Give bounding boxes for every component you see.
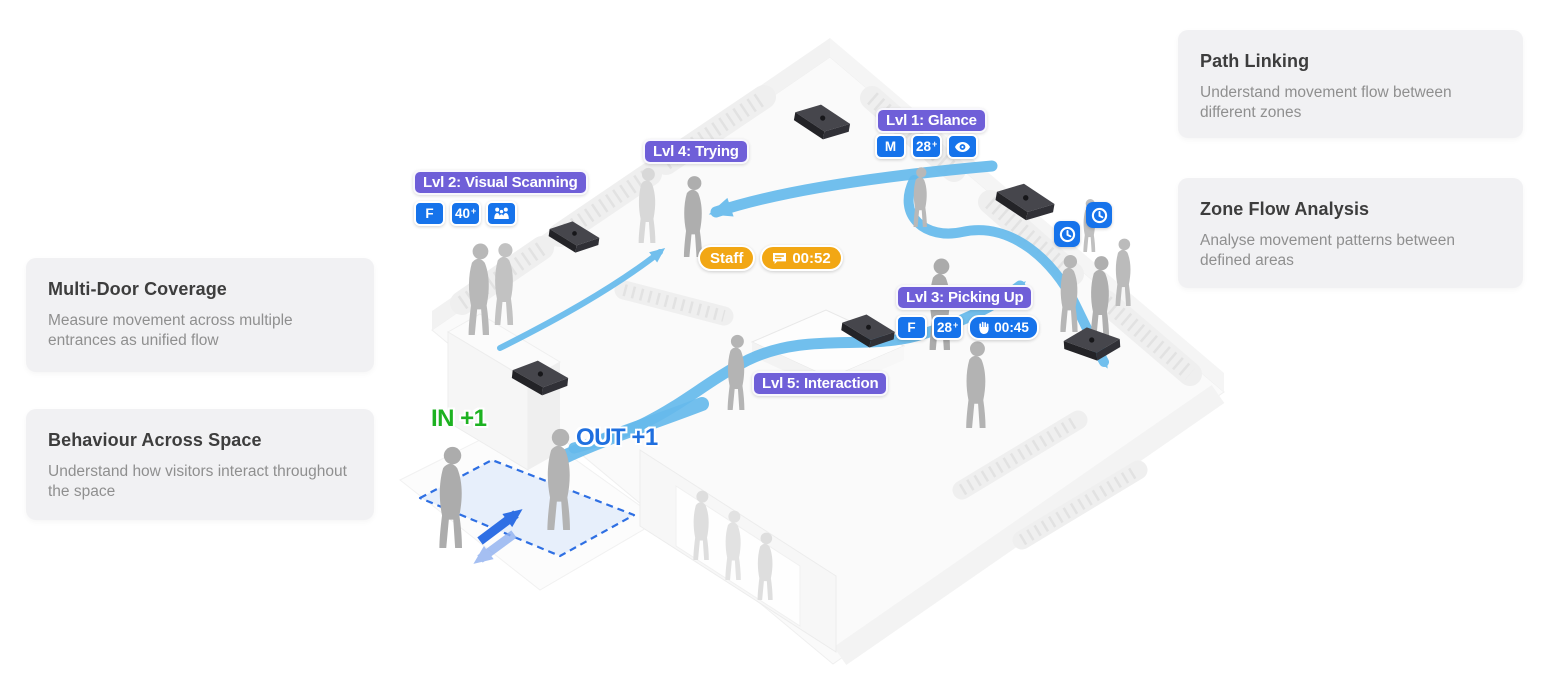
- entrance-zone: [418, 458, 636, 564]
- gender-chip: F: [414, 201, 445, 226]
- age-chip: 28+: [932, 315, 964, 340]
- card-title: Zone Flow Analysis: [1200, 199, 1370, 219]
- gender-chip: M: [875, 134, 906, 159]
- clock-icon: [1054, 221, 1080, 247]
- card-body: Understand how visitors interact through…: [48, 463, 347, 501]
- level-badge-trying: Lvl 4: Trying: [643, 139, 749, 164]
- staff-duration-badge: 00:52: [760, 245, 843, 271]
- clock-icon: [1086, 202, 1112, 228]
- attribute-chips-visual-scanning: F 40+: [414, 201, 518, 226]
- card-title: Behaviour Across Space: [48, 430, 262, 450]
- card-title: Path Linking: [1200, 51, 1310, 71]
- level-badge-picking-up: Lvl 3: Picking Up: [896, 285, 1034, 310]
- staff-badge: Staff: [698, 245, 756, 271]
- hand-icon: [979, 321, 989, 334]
- staff-badges: Staff 00:52: [698, 245, 843, 271]
- card-body: Understand movement flow between differe…: [1200, 84, 1452, 122]
- card-title: Multi-Door Coverage: [48, 279, 227, 299]
- flow-arrows: [497, 160, 1109, 465]
- card-path-linking: Path Linking Understand movement flow be…: [1178, 30, 1523, 138]
- level-badge-visual-scanning: Lvl 2: Visual Scanning: [413, 170, 588, 195]
- in-counter: IN +1: [431, 405, 487, 432]
- out-counter: OUT +1: [576, 424, 658, 451]
- dwell-time-chip: 00:45: [968, 315, 1039, 340]
- card-behaviour-across-space: Behaviour Across Space Understand how vi…: [26, 409, 374, 520]
- gender-chip: F: [896, 315, 927, 340]
- age-chip: 40+: [450, 201, 482, 226]
- attribute-chips-glance: M 28+: [875, 134, 979, 159]
- chat-bubble-icon: [773, 252, 787, 264]
- card-multi-door-coverage: Multi-Door Coverage Measure movement acr…: [26, 258, 374, 372]
- card-body: Analyse movement patterns between define…: [1200, 232, 1456, 270]
- level-badge-interaction: Lvl 5: Interaction: [752, 371, 889, 396]
- in-arrow: [477, 509, 523, 545]
- out-arrow: [473, 530, 517, 564]
- attribute-chips-picking-up: F 28+ 00:45: [896, 315, 1039, 340]
- group-icon: [486, 201, 518, 226]
- card-body: Measure movement across multiple entranc…: [48, 312, 293, 350]
- age-chip: 28+: [911, 134, 943, 159]
- card-zone-flow-analysis: Zone Flow Analysis Analyse movement patt…: [1178, 178, 1523, 288]
- eye-icon: [947, 134, 979, 159]
- level-badge-glance: Lvl 1: Glance: [876, 108, 987, 133]
